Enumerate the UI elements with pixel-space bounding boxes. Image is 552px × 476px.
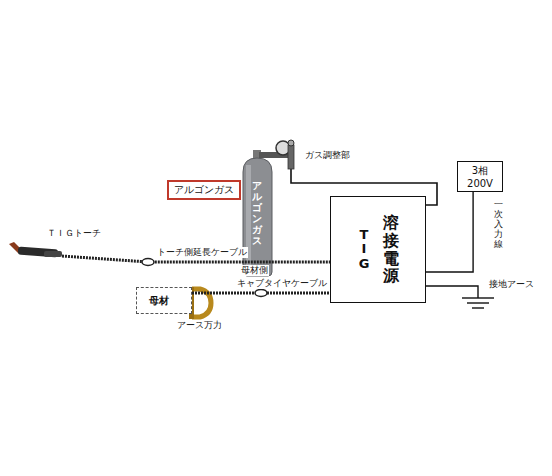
base-metal: 母材 [136, 287, 192, 314]
node-text: 溶接電源 [383, 214, 399, 284]
ground-symbol [462, 298, 494, 308]
power-supply-box: 3相 200V [457, 161, 503, 192]
cable-joint [142, 259, 154, 266]
primary-input-wire [426, 192, 473, 272]
gas-regulator [259, 140, 294, 169]
cylinder-text: アルゴンガス [251, 180, 263, 246]
tig-torch [9, 242, 62, 257]
cable-label: トーチ側延長ケーブル [156, 247, 248, 258]
part-label: ガス調整部 [304, 150, 351, 161]
node-text: 3相 200V [464, 164, 496, 189]
cable-joint [255, 289, 267, 296]
cable-label: キャブタイヤケーブル [236, 278, 328, 289]
part-label: 接地アース [488, 279, 535, 290]
node-text: TIG [358, 228, 371, 271]
wire-label: 一次入力線 [493, 200, 504, 249]
cable-label: 母材側 [240, 265, 269, 276]
part-label: ＴＩＧトーチ [46, 228, 102, 239]
callout-box: アルゴンガス [167, 180, 241, 200]
ground-wire [426, 286, 478, 298]
welding-power-source: 溶接電源 TIG [330, 196, 426, 303]
part-label: アース万力 [176, 320, 223, 331]
node-text: アルゴンガス [174, 183, 234, 197]
node-text: 母材 [149, 294, 169, 308]
